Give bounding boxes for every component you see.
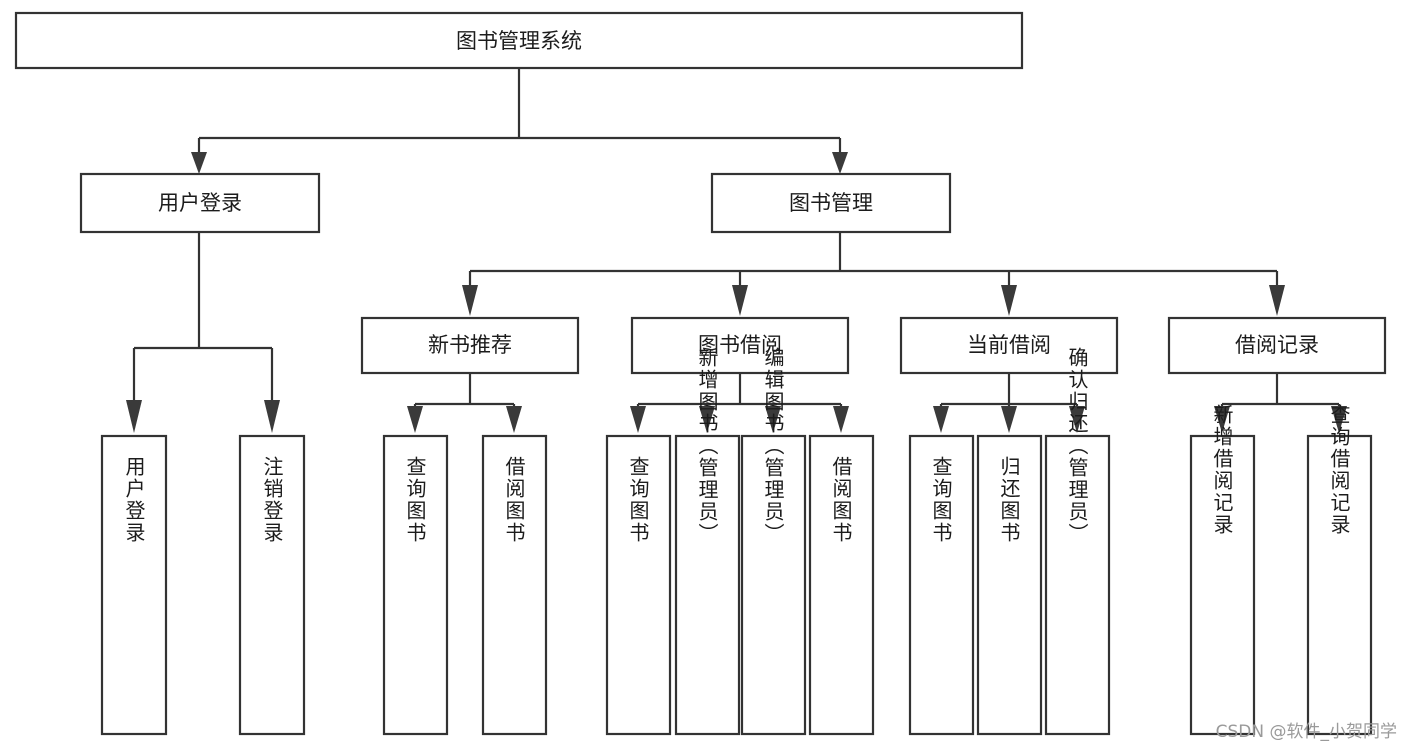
leaf-br-1-box[interactable] (1306, 434, 1373, 736)
leaf-user-login-1-box[interactable] (238, 434, 306, 736)
leaf-bb-1-label: 新增图书（管理员） (695, 347, 719, 545)
leaf-bb-2-label: 编辑图书（管理员） (761, 347, 785, 545)
leaf-bb-3-label: 借阅图书 (829, 456, 853, 544)
leaf-node[interactable]: 注销登录 (238, 434, 306, 736)
arrow-head-leaf-br-0 (1214, 406, 1230, 433)
leaf-cb-0-box[interactable] (908, 434, 975, 736)
node-new-book-recommend-box[interactable] (360, 316, 580, 375)
node-book-manage-box[interactable] (710, 172, 952, 234)
connector-group-current-borrow (933, 373, 1085, 433)
leaf-user-login-1-label: 注销登录 (260, 456, 284, 544)
arrow-head-leaf-br-1 (1331, 406, 1347, 433)
node-current-borrow[interactable]: 当前借阅 (899, 316, 1119, 375)
leaf-node[interactable]: 查询借阅记录 (1306, 404, 1373, 736)
connector-group-user-login (126, 232, 280, 433)
arrow-head-user-login (191, 152, 207, 174)
connector-group-root (191, 68, 848, 174)
leaf-bb-2-box[interactable] (740, 434, 807, 736)
arrow-head-book-borrow (732, 285, 748, 316)
arrow-head-leaf-bb-0 (630, 406, 646, 433)
node-borrow-record-label: 借阅记录 (1235, 333, 1319, 357)
node-book-borrow-box[interactable] (630, 316, 850, 375)
arrow-head-leaf-bb-3 (833, 406, 849, 433)
arrow-head-leaf-cb-1 (1001, 406, 1017, 433)
leaf-node[interactable]: 查询图书 (605, 434, 672, 736)
arrow-head-new-book-recommend (462, 285, 478, 316)
node-current-borrow-box[interactable] (899, 316, 1119, 375)
leaf-nbr-1-box[interactable] (481, 434, 548, 736)
node-root-label: 图书管理系统 (456, 29, 582, 53)
leaf-user-login-0-box[interactable] (100, 434, 168, 736)
node-user-login[interactable]: 用户登录 (79, 172, 321, 234)
arrow-head-book-manage (832, 152, 848, 174)
arrow-head-leaf-bb-1 (699, 406, 715, 433)
node-book-borrow-label: 图书借阅 (698, 333, 782, 357)
leaf-nbr-1-label: 借阅图书 (502, 456, 526, 544)
leaf-node[interactable]: 编辑图书（管理员） (740, 347, 807, 736)
node-book-manage-label: 图书管理 (789, 191, 873, 215)
leaf-br-1-label: 查询借阅记录 (1327, 404, 1351, 536)
arrow-head-leaf-user-login-0 (126, 400, 142, 433)
leaf-node[interactable]: 新增图书（管理员） (674, 347, 741, 736)
leaf-bb-0-label: 查询图书 (626, 456, 650, 544)
connector-group-borrow-record (1214, 373, 1347, 433)
leaf-bb-3-box[interactable] (808, 434, 875, 736)
node-book-manage[interactable]: 图书管理 (710, 172, 952, 234)
leaf-node[interactable]: 归还图书 (976, 434, 1043, 736)
leaf-node[interactable]: 用户登录 (100, 434, 168, 736)
leaf-cb-2-box[interactable] (1044, 434, 1111, 736)
leaf-node[interactable]: 查询图书 (382, 434, 449, 736)
node-current-borrow-label: 当前借阅 (967, 333, 1051, 357)
node-new-book-recommend[interactable]: 新书推荐 (360, 316, 580, 375)
leaf-nbr-0-label: 查询图书 (403, 456, 427, 544)
node-user-login-label: 用户登录 (158, 191, 242, 215)
arrow-head-leaf-cb-0 (933, 406, 949, 433)
leaf-cb-0-label: 查询图书 (929, 456, 953, 544)
arrow-head-leaf-nbr-0 (407, 406, 423, 433)
leaf-node[interactable]: 查询图书 (908, 434, 975, 736)
node-book-borrow[interactable]: 图书借阅 (630, 316, 850, 375)
leaf-node[interactable]: 借阅图书 (808, 434, 875, 736)
arrow-head-leaf-cb-2 (1069, 406, 1085, 433)
leaf-cb-1-label: 归还图书 (997, 456, 1021, 544)
leaf-node[interactable]: 确认归还（管理员） (1044, 347, 1111, 736)
node-new-book-recommend-label: 新书推荐 (428, 333, 512, 357)
arrow-head-borrow-record (1269, 285, 1285, 316)
arrow-head-leaf-nbr-1 (506, 406, 522, 433)
leaf-bb-1-box[interactable] (674, 434, 741, 736)
leaf-cb-2-label: 确认归还（管理员） (1065, 347, 1089, 545)
node-root[interactable]: 图书管理系统 (14, 11, 1024, 70)
connector-group-book-borrow (630, 373, 849, 433)
leaf-nbr-0-box[interactable] (382, 434, 449, 736)
leaf-bb-0-box[interactable] (605, 434, 672, 736)
node-user-login-box[interactable] (79, 172, 321, 234)
leaf-br-0-box[interactable] (1189, 434, 1256, 736)
arrow-head-leaf-user-login-1 (264, 400, 280, 433)
leaf-node[interactable]: 借阅图书 (481, 434, 548, 736)
leaf-cb-1-box[interactable] (976, 434, 1043, 736)
connector-group-book-manage (462, 232, 1285, 316)
leaf-user-login-0-label: 用户登录 (122, 456, 146, 544)
connector-group-new-book-recommend (407, 373, 522, 433)
node-borrow-record[interactable]: 借阅记录 (1167, 316, 1387, 375)
arrow-head-current-borrow (1001, 285, 1017, 316)
leaf-node[interactable]: 新增借阅记录 (1189, 404, 1256, 736)
node-borrow-record-box[interactable] (1167, 316, 1387, 375)
arrow-head-leaf-bb-2 (765, 406, 781, 433)
leaf-br-0-label: 新增借阅记录 (1210, 404, 1234, 536)
node-root-box[interactable] (14, 11, 1024, 70)
